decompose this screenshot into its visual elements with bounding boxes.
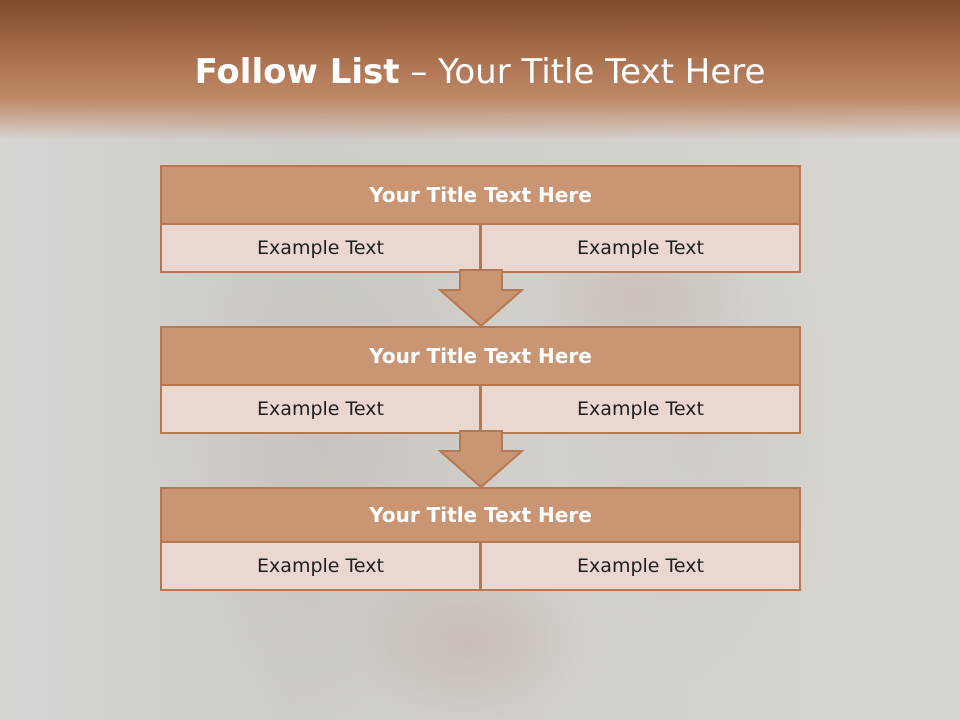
list-block-3: Your Title Text Here Example Text Exampl… bbox=[160, 487, 801, 593]
block-left-cell: Example Text bbox=[160, 223, 481, 273]
block-right-cell: Example Text bbox=[480, 541, 801, 591]
block-left-cell: Example Text bbox=[160, 541, 481, 591]
block-right-cell: Example Text bbox=[480, 223, 801, 273]
block-left-cell: Example Text bbox=[160, 384, 481, 434]
block-title: Your Title Text Here bbox=[160, 487, 801, 543]
block-title: Your Title Text Here bbox=[160, 326, 801, 386]
down-arrow-icon bbox=[438, 269, 524, 328]
block-right-cell: Example Text bbox=[480, 384, 801, 434]
block-title: Your Title Text Here bbox=[160, 165, 801, 225]
down-arrow-icon bbox=[438, 430, 524, 489]
list-block-1: Your Title Text Here Example Text Exampl… bbox=[160, 165, 801, 273]
header-band bbox=[0, 0, 960, 140]
slide-title: Follow List – Your Title Text Here bbox=[0, 52, 960, 92]
list-block-2: Your Title Text Here Example Text Exampl… bbox=[160, 326, 801, 434]
slide-title-rest: – Your Title Text Here bbox=[399, 52, 766, 92]
slide-title-bold: Follow List bbox=[194, 52, 400, 92]
